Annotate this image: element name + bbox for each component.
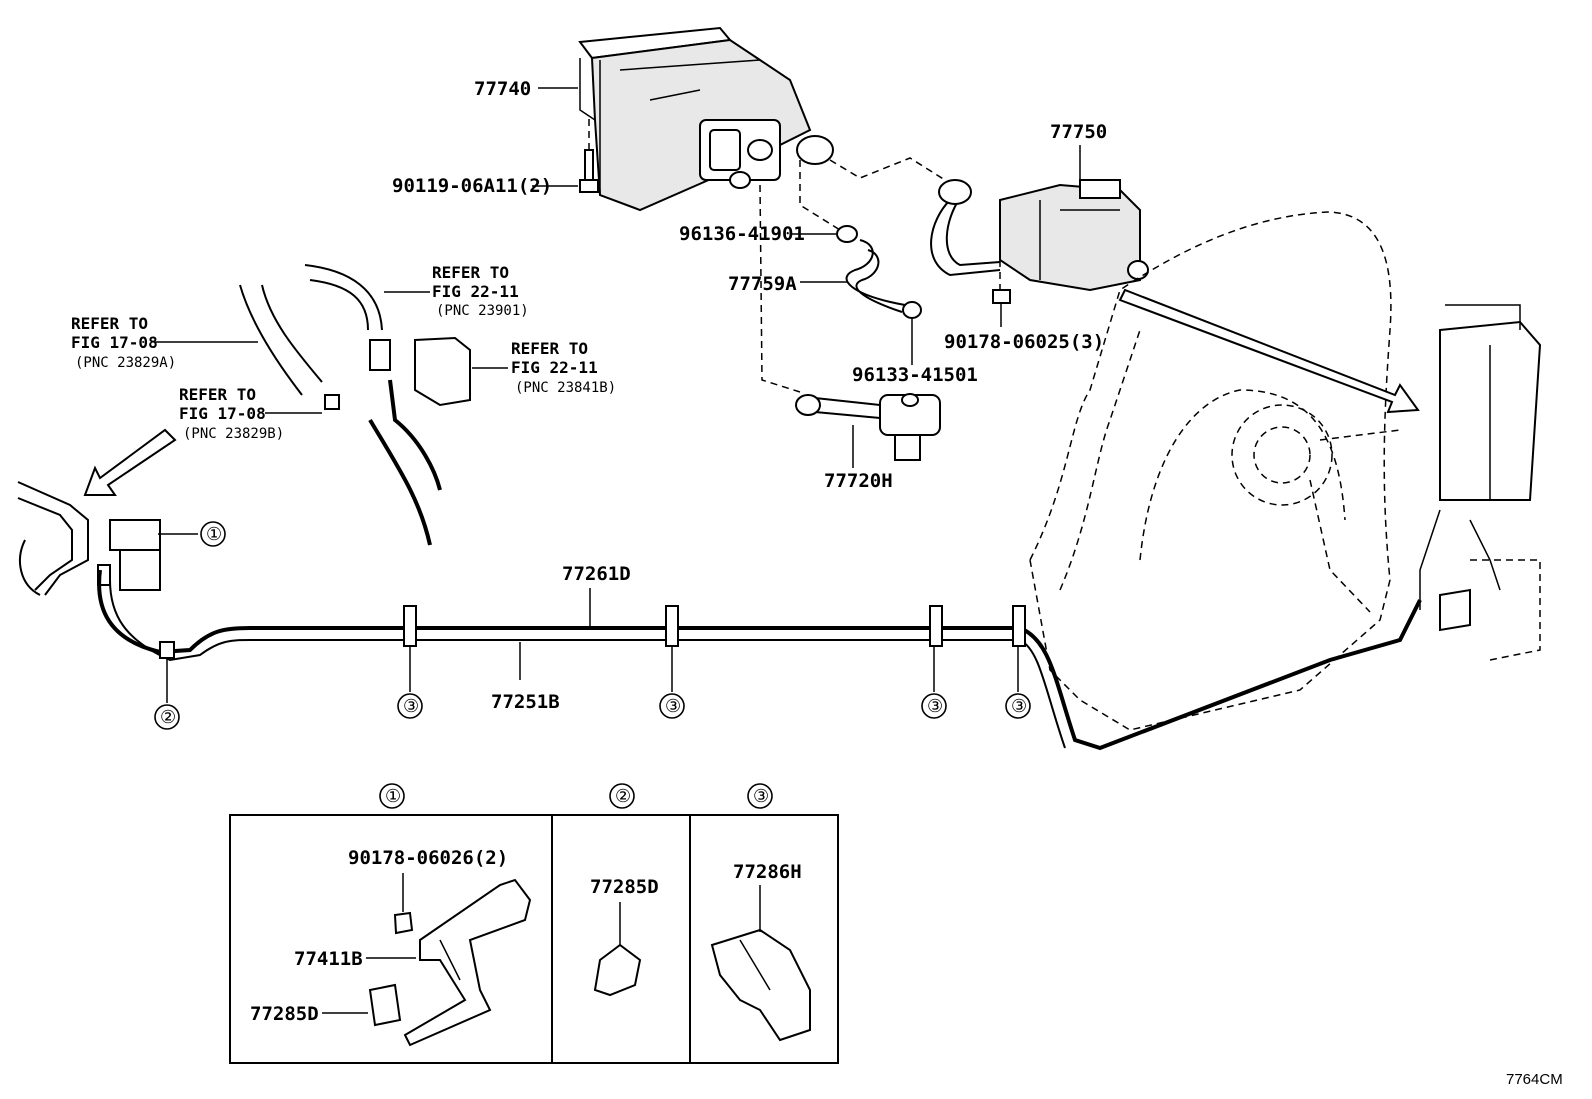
direction-arrow-left bbox=[83, 428, 177, 496]
label-77285d-detail2: 77285D bbox=[590, 876, 659, 898]
callout-3-b bbox=[659, 693, 685, 719]
charcoal-canister-77740 bbox=[578, 26, 834, 212]
callout-1-main bbox=[200, 521, 226, 547]
hose-77759a bbox=[845, 239, 906, 313]
bolt-90119 bbox=[579, 118, 599, 193]
label-77411b: 77411B bbox=[294, 948, 363, 970]
callout-3-c bbox=[921, 693, 947, 719]
ref-fig-17-08-b-line2: FIG 17-08 bbox=[179, 404, 266, 423]
label-90119-06a11: 90119-06A11(2) bbox=[392, 175, 552, 197]
fuel-tube-assembly bbox=[97, 569, 1422, 751]
ref-fig-17-08-b-line3: (PNC 23829B) bbox=[183, 426, 284, 442]
ref-fig-22-11-a-line3: (PNC 23901) bbox=[436, 303, 529, 319]
label-77261d: 77261D bbox=[562, 563, 631, 585]
ref-fig-22-11-a-line1: REFER TO bbox=[432, 263, 509, 282]
purge-valve-77720h bbox=[795, 393, 941, 461]
label-77286h: 77286H bbox=[733, 861, 802, 883]
label-77285d-detail1: 77285D bbox=[250, 1003, 319, 1025]
nut-90178-06026 bbox=[393, 911, 414, 935]
label-77720h: 77720H bbox=[824, 470, 893, 492]
nut-90178-06025 bbox=[992, 289, 1011, 304]
callout-1-main-label: ① bbox=[206, 524, 222, 544]
ref-fig-22-11-b-line2: FIG 22-11 bbox=[511, 358, 598, 377]
fuel-tank-outline bbox=[1029, 211, 1401, 731]
clip-77285d-detail2 bbox=[593, 943, 642, 997]
label-77750: 77750 bbox=[1050, 121, 1107, 143]
callout-3-a-label: ③ bbox=[403, 696, 419, 716]
label-96136-41901: 96136-41901 bbox=[679, 223, 805, 245]
canister-location-view bbox=[1419, 304, 1542, 661]
callout-2-detail-label: ② bbox=[615, 786, 631, 806]
label-77740: 77740 bbox=[474, 78, 531, 100]
callout-3-d-label: ③ bbox=[1011, 696, 1027, 716]
clamp-77286h bbox=[710, 928, 811, 1042]
label-90178-06026: 90178-06026(2) bbox=[348, 847, 508, 869]
label-96133-41501: 96133-41501 bbox=[852, 364, 978, 386]
clip-77285d-detail1 bbox=[368, 983, 402, 1027]
callout-2-main bbox=[154, 704, 180, 730]
label-90178-06025: 90178-06025(3) bbox=[944, 331, 1104, 353]
ref-fig-17-08-b-line1: REFER TO bbox=[179, 385, 256, 404]
ref-fig-17-08-a-line2: FIG 17-08 bbox=[71, 333, 158, 352]
ref-fig-22-11-b-line3: (PNC 23841B) bbox=[515, 380, 616, 396]
callout-3-b-label: ③ bbox=[665, 696, 681, 716]
clamp-96133 bbox=[902, 301, 922, 319]
callout-3-c-label: ③ bbox=[927, 696, 943, 716]
ref-fig-22-11-b-line1: REFER TO bbox=[511, 339, 588, 358]
ref-fig-22-11-a-line2: FIG 22-11 bbox=[432, 282, 519, 301]
left-bracket-assembly bbox=[17, 481, 161, 596]
callout-2-detail bbox=[609, 783, 635, 809]
figure-code: 7764CM bbox=[1506, 1071, 1563, 1088]
callout-1-detail-label: ① bbox=[385, 786, 401, 806]
bracket-77411b bbox=[403, 878, 532, 1047]
label-77251b: 77251B bbox=[491, 691, 560, 713]
fuel-filler-hoses bbox=[239, 264, 471, 546]
callout-2-main-label: ② bbox=[160, 707, 176, 727]
callout-3-detail bbox=[747, 783, 773, 809]
clamp-96136 bbox=[836, 225, 858, 243]
callout-3-d bbox=[1005, 693, 1031, 719]
vacuum-switching-valve-77750 bbox=[930, 179, 1149, 292]
callout-3-detail-label: ③ bbox=[753, 786, 769, 806]
ref-fig-17-08-a-line1: REFER TO bbox=[71, 314, 148, 333]
callout-1-detail bbox=[379, 783, 405, 809]
label-77759a: 77759A bbox=[728, 273, 797, 295]
direction-arrow-right bbox=[1118, 288, 1420, 414]
callout-3-a bbox=[397, 693, 423, 719]
ref-fig-17-08-a-line3: (PNC 23829A) bbox=[75, 355, 176, 371]
detail-box bbox=[229, 814, 839, 1064]
